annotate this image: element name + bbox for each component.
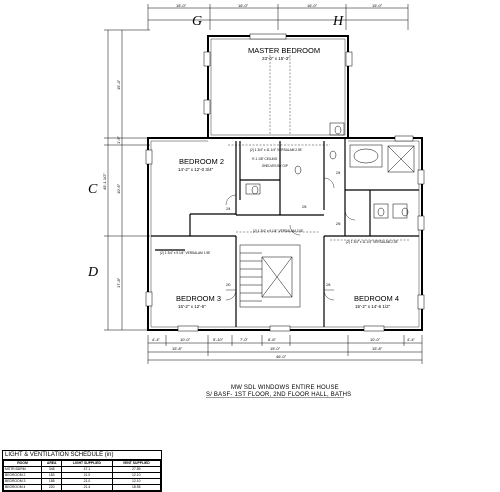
bottom-dim-4: 7'-0" [240, 337, 249, 342]
left-dim-3: 10'-6" [116, 183, 121, 194]
schedule-header-row: ROOM AREA LIGHT SUPPLIED VENT SUPPLIED [2, 460, 162, 467]
bottom-dim-8: 15'-8" [172, 346, 183, 351]
interior-walls [151, 138, 419, 327]
door-tag-1: 2/0 [226, 283, 231, 287]
door-tag-3: 2/6 [302, 205, 307, 209]
door-tag-6: 2/6 [336, 222, 341, 226]
bottom-dim-9: 15'-0" [270, 346, 281, 351]
left-dim-2: 1'-6" [116, 135, 121, 144]
left-dim-total: 49'-1 1/2" [102, 173, 107, 190]
room-dim-bed4: 15'-2" x 14'-6 1/2" [355, 304, 391, 309]
bath-fixtures [245, 122, 415, 219]
table-row: BEDROOM 4 220 21.4 18.55 [2, 484, 162, 491]
schedule-title: LIGHT & VENTILATION SCHEDULE (in) [3, 451, 161, 460]
top-dim-2: 16'-0" [238, 3, 249, 8]
grid-letter-c: C [88, 182, 98, 197]
room-name-master: MASTER BEDROOM [248, 46, 320, 55]
grid-letter-h: H [332, 14, 344, 29]
room-name-bed4: BEDROOM 4 [354, 294, 399, 303]
note-header-b: (2) 1 3/4" x 9 1/4" VERSALAM 2.0E [253, 229, 303, 233]
windows [145, 33, 425, 332]
grid-letter-d: D [87, 265, 98, 280]
room-dim-bed2: 14'-2" x 12'-0 3/4" [178, 167, 214, 172]
top-dim-4: 15'-0" [372, 3, 383, 8]
light-ventilation-schedule: LIGHT & VENTILATION SCHEDULE (in) ROOM A… [2, 450, 162, 492]
exterior-walls [147, 35, 423, 331]
bottom-dim-2: 10'-0" [180, 337, 191, 342]
schedule-cell: 21.4 [61, 484, 113, 491]
room-name-bed2: BEDROOM 2 [179, 157, 224, 166]
caption-line-2: S/ BASF- 1ST FLOOR, 2ND FLOOR HALL, BATH… [206, 392, 351, 398]
top-dim-1: 15'-0" [176, 3, 187, 8]
bottom-dim-5: 6'-6" [268, 337, 277, 342]
room-dim-bed3: 15'-2" x 12'-6" [178, 304, 206, 309]
stair [239, 244, 301, 308]
schedule-table: ROOM AREA LIGHT SUPPLIED VENT SUPPLIED M… [2, 460, 162, 491]
room-dim-master: 23'-0" x 15'-3" [262, 56, 290, 61]
note-header-a: (2) 1 3/4" x 11 1/4" VERSALAM 2.0E [250, 148, 302, 152]
door-swings [225, 177, 356, 301]
door-tag-4: 2/4 [226, 207, 231, 211]
schedule-cell: 18.55 [111, 484, 162, 491]
top-dim-3: 16'-0" [307, 3, 318, 8]
caption-line-1: MW SDL WINDOWS ENTIRE HOUSE [231, 385, 339, 391]
note-ceiling: 9'-1 1/8" CEILING [252, 157, 278, 161]
schedule-cell: 220 [41, 484, 63, 491]
bottom-dim-6: 10'-0" [370, 337, 381, 342]
bottom-dimensions [147, 335, 423, 364]
bottom-dim-1: 4'-4" [152, 337, 161, 342]
grid-letter-g: G [192, 14, 202, 29]
left-dimensions [104, 29, 150, 331]
bottom-dim-total: 46'-0" [276, 354, 287, 359]
note-shelf: SHELVES BY O/P [262, 164, 288, 168]
note-header-c: (2) 1 3/4" x 11 1/4" VERSALAM 2.0E [346, 240, 398, 244]
door-tag-2: 2/6 [326, 283, 331, 287]
room-name-bed3: BEDROOM 3 [176, 294, 221, 303]
bottom-dim-10: 15'-8" [372, 346, 383, 351]
left-dim-1: 15'-4" [116, 79, 121, 90]
door-tag-5: 2/4 [336, 171, 341, 175]
header-lines [228, 55, 410, 241]
bottom-dim-3: 5'-10" [213, 337, 224, 342]
note-header-d: (2) 1 3/4" x 9 1/4" VERSALAM 1.9E [160, 251, 210, 255]
left-dim-4: 17'-8" [116, 277, 121, 288]
schedule-cell: BEDROOM 4 [2, 484, 43, 491]
bottom-dim-7: 4'-4" [407, 337, 416, 342]
top-dimensions [147, 4, 409, 30]
